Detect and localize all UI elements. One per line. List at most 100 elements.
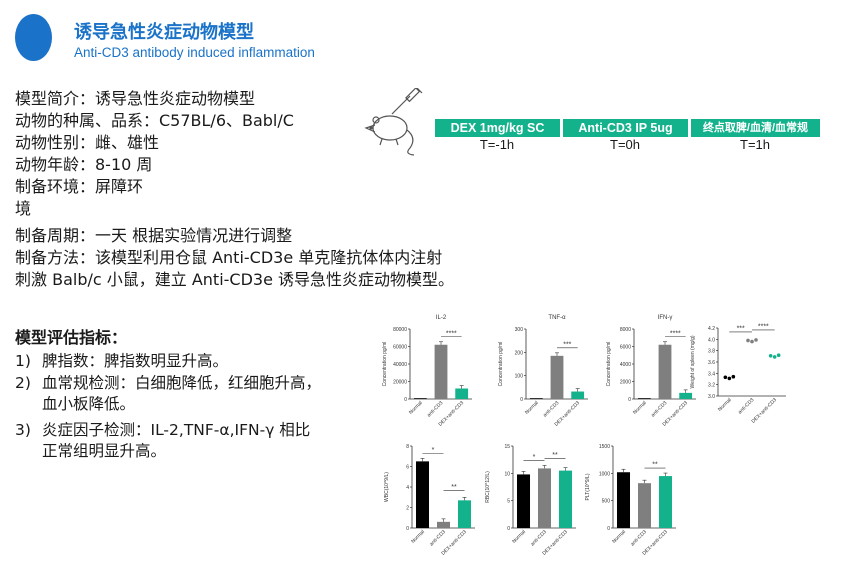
chart-bar bbox=[436, 521, 451, 528]
chart-category-label: Normal bbox=[408, 400, 424, 416]
chart-point bbox=[727, 376, 732, 381]
chart-point bbox=[731, 374, 736, 379]
chart-tick-label: 2 bbox=[406, 506, 409, 512]
chart-y-label: Weight of spleen (mg/g) bbox=[690, 335, 696, 388]
timeline-time-label: T=-1h bbox=[479, 137, 515, 152]
chart-significance-label: *** bbox=[737, 325, 745, 332]
info-line: 制备环境：屏障环 bbox=[15, 177, 144, 196]
info-line: 动物的种属、品系：C57BL/6、Babl/C bbox=[15, 111, 294, 130]
timeline-time-label: T=0h bbox=[610, 137, 640, 152]
chart-bar bbox=[616, 472, 631, 528]
chart-y-label: Concentration pg/ml bbox=[606, 342, 612, 387]
chart-bar bbox=[637, 398, 651, 399]
chart-tick-label: 3.0 bbox=[708, 394, 715, 400]
chart-bar bbox=[457, 500, 472, 528]
chart-category-label: Normal bbox=[511, 529, 527, 545]
chart-tick-label: 0 bbox=[607, 526, 610, 532]
chart-category-label: Normal bbox=[611, 529, 627, 545]
chart-significance-label: **** bbox=[670, 330, 681, 337]
chart-tick-label: 0 bbox=[507, 526, 510, 532]
chart-tick-label: 6000 bbox=[620, 345, 631, 351]
chart-tick-label: 200 bbox=[515, 350, 524, 356]
chart-tick-label: 0 bbox=[628, 397, 631, 403]
chart-category-label: anti-CD3 bbox=[530, 529, 548, 547]
chart-bar bbox=[434, 344, 448, 399]
logo-circle bbox=[15, 14, 52, 61]
chart-point bbox=[768, 353, 773, 358]
chart-y-label: RBC(10^12/L) bbox=[485, 471, 491, 503]
evaluation-item-text: 脾指数：脾指数明显升高。 bbox=[42, 352, 229, 370]
chart-tick-label: 20000 bbox=[393, 380, 407, 386]
timeline-step-dex: DEX 1mg/kg SC bbox=[435, 119, 560, 137]
chart-title: IFN-γ bbox=[658, 315, 673, 321]
chart-bar bbox=[679, 392, 693, 399]
chart-significance-label: **** bbox=[758, 323, 769, 330]
page-title: 诱导急性炎症动物模型 bbox=[74, 22, 254, 43]
chart-tick-label: 4 bbox=[406, 485, 409, 491]
chart-y-label: Concentration pg/ml bbox=[382, 342, 388, 387]
chart-significance-label: ** bbox=[652, 462, 658, 469]
chart-tick-label: 4000 bbox=[620, 362, 631, 368]
chart-tick-label: 300 bbox=[515, 327, 524, 333]
info-line: 动物年龄：8-10 周 bbox=[15, 155, 153, 174]
evaluation-item-text: 正常组明显升高。 bbox=[42, 442, 167, 460]
chart-category-label: Normal bbox=[632, 400, 648, 416]
chart-tick-label: 3.2 bbox=[708, 383, 715, 389]
chart-tick-label: 3.8 bbox=[708, 349, 715, 355]
chart-bar bbox=[537, 468, 552, 528]
chart-significance-label: ** bbox=[451, 484, 457, 491]
evaluation-title: 模型评估指标： bbox=[15, 328, 128, 347]
chart-y-label: Concentration pg/ml bbox=[498, 342, 504, 387]
chart-point bbox=[776, 353, 781, 358]
evaluation-item-number: 2) bbox=[15, 374, 31, 392]
chart-y-label: PLT(10^9/L) bbox=[585, 473, 591, 500]
chart-tick-label: 1000 bbox=[599, 471, 610, 477]
chart-tick-label: 40000 bbox=[393, 362, 407, 368]
chart-bar bbox=[658, 344, 672, 399]
chart-tick-label: 1500 bbox=[599, 444, 610, 450]
info-line: 刺激 Balb/c 小鼠，建立 Anti-CD3e 诱导急性炎症动物模型。 bbox=[15, 270, 455, 289]
chart-category-label: Normal bbox=[717, 397, 733, 413]
chart-category-label: Normal bbox=[410, 529, 426, 545]
chart-y-label: WBC(10^9/L) bbox=[384, 472, 390, 502]
info-line: 模型简介：诱导急性炎症动物模型 bbox=[15, 89, 256, 108]
chart-point bbox=[772, 355, 777, 359]
chart-bar bbox=[658, 476, 673, 528]
chart-category-label: anti-CD3 bbox=[650, 400, 668, 418]
evaluation-item-text: 炎症因子检测：IL-2,TNF-α,IFN-γ 相比 bbox=[42, 421, 311, 439]
chart-tick-label: 100 bbox=[515, 374, 524, 380]
chart-bar bbox=[413, 398, 427, 399]
chart-category-label: anti-CD3 bbox=[737, 397, 755, 415]
chart-bar bbox=[550, 355, 564, 399]
evaluation-item-text: 血小板降低。 bbox=[42, 395, 136, 413]
chart-tick-label: 3.4 bbox=[708, 371, 715, 377]
chart-tick-label: 10 bbox=[504, 471, 510, 477]
chart-significance-label: * bbox=[533, 454, 536, 461]
chart-category-label: anti-CD3 bbox=[426, 400, 444, 418]
chart-bar bbox=[415, 461, 430, 528]
chart-tick-label: 4.0 bbox=[708, 337, 715, 343]
chart-tick-label: 5 bbox=[507, 499, 510, 505]
info-line: 制备周期：一天 根据实验情况进行调整 bbox=[15, 226, 293, 245]
chart-tick-label: 3.6 bbox=[708, 360, 715, 366]
chart-title: TNF-α bbox=[548, 315, 566, 321]
chart-tick-label: 2000 bbox=[620, 380, 631, 386]
chart-tick-label: 0 bbox=[520, 397, 523, 403]
chart-tick-label: 6 bbox=[406, 465, 409, 471]
evaluation-item-number: 3) bbox=[15, 421, 31, 439]
info-line: 境 bbox=[15, 199, 32, 218]
chart-tick-label: 4.2 bbox=[708, 326, 715, 332]
chart-category-label: anti-CD3 bbox=[542, 400, 560, 418]
chart-category-label: anti-CD3 bbox=[630, 529, 648, 547]
chart-tick-label: 8 bbox=[406, 444, 409, 450]
chart-significance-label: **** bbox=[446, 330, 457, 337]
chart-bar bbox=[455, 388, 469, 399]
chart-tick-label: 60000 bbox=[393, 345, 407, 351]
timeline-time-label: T=1h bbox=[740, 137, 770, 152]
chart-title: IL-2 bbox=[436, 315, 447, 321]
mouse-injection-icon bbox=[364, 88, 423, 156]
chart-significance-label: *** bbox=[563, 341, 571, 348]
chart-bar bbox=[516, 474, 531, 528]
chart-bar bbox=[571, 391, 585, 399]
